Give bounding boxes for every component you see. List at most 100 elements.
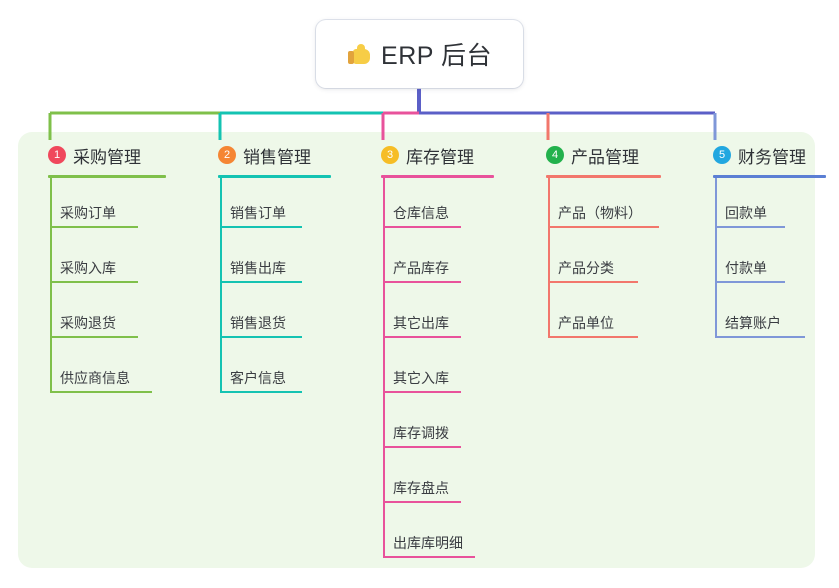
leaf-item[interactable]: 销售出库 <box>200 233 331 288</box>
leaf-item-underline <box>50 336 138 338</box>
column-销售管理: 2 销售管理销售订单销售出库销售退货客户信息 <box>200 142 331 398</box>
leaf-item-label: 结算账户 <box>725 315 781 331</box>
leaf-item-underline <box>220 336 302 338</box>
column-underline <box>218 175 331 178</box>
column-header-4[interactable]: 4 产品管理 <box>528 142 661 168</box>
column-spine <box>220 178 222 393</box>
leaf-item-label: 其它入库 <box>393 370 449 386</box>
leaf-item-label: 库存盘点 <box>393 480 449 496</box>
leaf-item-underline <box>50 226 138 228</box>
column-title: 产品管理 <box>571 147 639 167</box>
column-spine <box>383 178 385 558</box>
column-badge-icon: 5 <box>713 146 731 164</box>
diagram-panel <box>18 132 815 568</box>
leaf-item-underline <box>383 226 461 228</box>
leaf-item-label: 客户信息 <box>230 370 286 386</box>
leaf-item-label: 采购入库 <box>60 260 116 276</box>
column-title: 采购管理 <box>73 147 141 167</box>
leaf-item[interactable]: 仓库信息 <box>363 178 494 233</box>
root-node[interactable]: ERP 后台 <box>316 20 523 88</box>
leaf-item-underline <box>715 336 805 338</box>
leaf-item-label: 回款单 <box>725 205 767 221</box>
leaf-item-underline <box>50 281 138 283</box>
leaf-item-label: 出库库明细 <box>393 535 463 551</box>
leaf-item-underline <box>715 281 785 283</box>
leaf-item-label: 仓库信息 <box>393 205 449 221</box>
leaf-item-label: 产品库存 <box>393 260 449 276</box>
leaf-item[interactable]: 销售退货 <box>200 288 331 343</box>
leaf-item[interactable]: 其它入库 <box>363 343 494 398</box>
leaf-item-label: 其它出库 <box>393 315 449 331</box>
leaf-item[interactable]: 采购入库 <box>30 233 166 288</box>
leaf-item-label: 付款单 <box>725 260 767 276</box>
thumbs-up-icon <box>347 42 372 67</box>
leaf-item[interactable]: 供应商信息 <box>30 343 166 398</box>
leaf-item-underline <box>220 226 302 228</box>
column-underline <box>381 175 494 178</box>
column-header-1[interactable]: 1 采购管理 <box>30 142 166 168</box>
leaf-item-underline <box>383 556 475 558</box>
column-badge-icon: 4 <box>546 146 564 164</box>
leaf-item-underline <box>548 281 638 283</box>
root-node-label: ERP 后台 <box>347 36 492 72</box>
column-items: 仓库信息产品库存其它出库其它入库库存调拨库存盘点出库库明细 <box>363 178 494 563</box>
leaf-item[interactable]: 库存调拨 <box>363 398 494 453</box>
leaf-item-label: 销售订单 <box>230 205 286 221</box>
column-underline <box>48 175 166 178</box>
leaf-item[interactable]: 销售订单 <box>200 178 331 233</box>
column-badge-icon: 1 <box>48 146 66 164</box>
leaf-item-underline <box>383 501 461 503</box>
leaf-item-label: 产品单位 <box>558 315 614 331</box>
leaf-item-underline <box>220 281 302 283</box>
leaf-item-underline <box>383 336 461 338</box>
column-库存管理: 3 库存管理仓库信息产品库存其它出库其它入库库存调拨库存盘点出库库明细 <box>363 142 494 563</box>
leaf-item-underline <box>715 226 785 228</box>
leaf-item[interactable]: 其它出库 <box>363 288 494 343</box>
column-items: 回款单付款单结算账户 <box>695 178 826 343</box>
leaf-item[interactable]: 回款单 <box>695 178 826 233</box>
column-title: 库存管理 <box>406 147 474 167</box>
column-spine <box>548 178 550 338</box>
leaf-item-underline <box>548 226 659 228</box>
leaf-item-label: 销售退货 <box>230 315 286 331</box>
leaf-item[interactable]: 采购退货 <box>30 288 166 343</box>
root-node-text: ERP 后台 <box>381 42 492 70</box>
leaf-item-underline <box>220 391 302 393</box>
leaf-item-label: 采购退货 <box>60 315 116 331</box>
column-产品管理: 4 产品管理产品（物料） 产品分类产品单位 <box>528 142 661 343</box>
column-header-2[interactable]: 2 销售管理 <box>200 142 331 168</box>
leaf-item[interactable]: 付款单 <box>695 233 826 288</box>
column-items: 采购订单采购入库采购退货供应商信息 <box>30 178 166 398</box>
leaf-item-label: 销售出库 <box>230 260 286 276</box>
column-items: 销售订单销售出库销售退货客户信息 <box>200 178 331 398</box>
leaf-item-underline <box>383 446 461 448</box>
leaf-item-underline <box>50 391 152 393</box>
column-header-3[interactable]: 3 库存管理 <box>363 142 494 168</box>
leaf-item[interactable]: 产品库存 <box>363 233 494 288</box>
column-badge-icon: 2 <box>218 146 236 164</box>
leaf-item[interactable]: 结算账户 <box>695 288 826 343</box>
leaf-item[interactable]: 采购订单 <box>30 178 166 233</box>
leaf-item-underline <box>548 336 638 338</box>
column-underline <box>546 175 661 178</box>
column-采购管理: 1 采购管理采购订单采购入库采购退货供应商信息 <box>30 142 166 398</box>
leaf-item[interactable]: 产品（物料） <box>528 178 661 233</box>
column-spine <box>715 178 717 338</box>
column-title: 销售管理 <box>243 147 311 167</box>
leaf-item-label: 产品分类 <box>558 260 614 276</box>
leaf-item[interactable]: 产品单位 <box>528 288 661 343</box>
column-badge-icon: 3 <box>381 146 399 164</box>
leaf-item-underline <box>383 281 461 283</box>
leaf-item[interactable]: 出库库明细 <box>363 508 494 563</box>
leaf-item-label: 采购订单 <box>60 205 116 221</box>
leaf-item-underline <box>383 391 461 393</box>
leaf-item-label: 产品（物料） <box>558 205 642 221</box>
column-spine <box>50 178 52 393</box>
leaf-item[interactable]: 库存盘点 <box>363 453 494 508</box>
leaf-item[interactable]: 客户信息 <box>200 343 331 398</box>
leaf-item[interactable]: 产品分类 <box>528 233 661 288</box>
column-items: 产品（物料） 产品分类产品单位 <box>528 178 661 343</box>
